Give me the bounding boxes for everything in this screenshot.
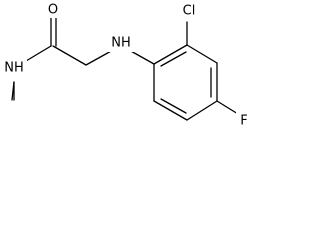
bond-carbonyl-ch2 xyxy=(52,45,87,66)
bond-group xyxy=(11,17,239,121)
molecule-structure-diagram: O NH NH Cl F xyxy=(1,2,252,130)
bond-ring-inner-c5-c6 xyxy=(160,98,187,114)
bond-ring-c1-c2 xyxy=(153,44,188,65)
bond-ring-inner-c1-c2 xyxy=(160,51,187,67)
atom-label-chlorine: Cl xyxy=(183,4,196,19)
bond-ch2-nh xyxy=(85,49,114,66)
atom-label-amide-nh: NH xyxy=(4,61,24,76)
bond-ring-c5-c6 xyxy=(153,100,188,121)
atom-label-fluorine: F xyxy=(240,114,247,129)
atom-label-oxygen: O xyxy=(48,3,58,18)
bond-ring-c2-c3 xyxy=(186,44,218,64)
bond-ring-f xyxy=(216,100,239,115)
bond-ring-c4-c5 xyxy=(186,100,218,121)
atom-label-group: O NH NH Cl F xyxy=(1,2,252,130)
bond-nh-ring xyxy=(128,49,155,65)
bond-nh-carbonyl xyxy=(25,45,52,62)
atom-label-amine-nh: NH xyxy=(111,36,131,51)
